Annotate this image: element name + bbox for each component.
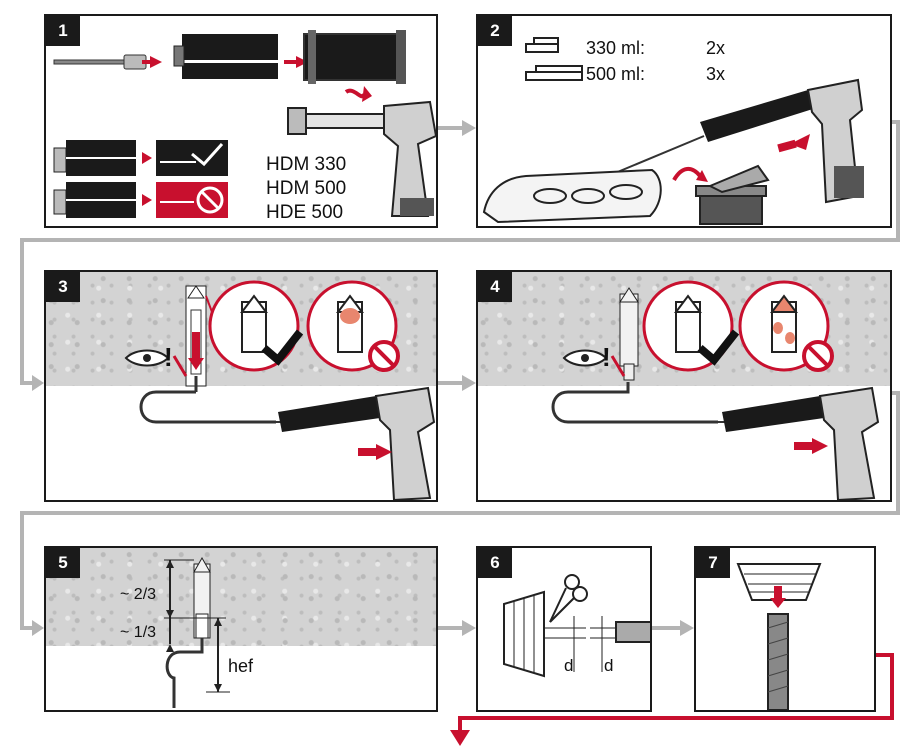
next-step-arrow-icon [450,730,470,746]
cartridge-icon [174,34,278,79]
step-number: 6 [478,548,512,578]
bubble-prohibited-circle-icon [308,282,398,370]
step-1-panel: 1 [44,14,438,228]
step-5-panel: 5 ~ 2/3 ~ 1/3 hef [44,546,438,712]
cartridge-assembly-illustration [46,16,438,228]
eye-icon [126,351,168,366]
prohibited-icon [156,182,228,218]
rebar-icon [768,614,788,710]
stroke-count: 2x [706,38,725,59]
cartridge-500-icon [526,66,582,80]
injection-start-illustration [46,272,438,502]
volume-label: 330 ml: [586,38,645,59]
compatible-cartridge-icon [54,140,136,176]
cartridge-330-icon [526,38,558,52]
mixer-nozzle-icon [54,55,146,69]
hef-label: hef [228,656,253,677]
warning-mark: ! [602,342,611,373]
step-number: 3 [46,272,80,302]
discard-strokes-illustration [478,16,892,228]
dispenser-icon [278,388,434,500]
step-number: 1 [46,16,80,46]
product-name: HDE 500 [266,202,343,224]
step-number: 4 [478,272,512,302]
fill-level-illustration [46,548,438,712]
volume-label: 500 ml: [586,64,645,85]
step-number: 5 [46,548,80,578]
bubble-prohibited-circle-icon [740,282,832,370]
step-3-panel: 3 ! [44,270,438,502]
waste-bin-icon [696,166,768,224]
scissors-icon [550,575,587,622]
step-number: 7 [696,548,730,578]
step-6-panel: 6 d d [476,546,652,712]
one-third-label: ~ 1/3 [120,624,156,642]
step-7-panel: 7 [694,546,876,712]
step-number: 2 [478,16,512,46]
incompatible-cartridge-icon [54,182,136,218]
product-name: HDM 330 [266,154,346,176]
warning-mark: ! [164,342,173,373]
waste-bag-icon [484,170,661,222]
product-name: HDM 500 [266,178,346,200]
step-2-panel: 2 330 ml: 2x 500 ml: 3x [476,14,892,228]
step-4-panel: 4 ! [476,270,892,502]
two-thirds-label: ~ 2/3 [120,586,156,604]
approved-checkmark-icon [156,140,228,176]
bubble-check-circle-icon [644,282,736,370]
diameter-label: d [564,656,573,676]
eye-icon [564,351,606,366]
bubble-check-circle-icon [210,282,300,370]
diameter-label: d [604,656,613,676]
stroke-count: 3x [706,64,725,85]
cartridge-holder-icon [304,30,406,84]
sleeve-icon [504,592,544,676]
injection-flow-check-illustration [478,272,892,502]
